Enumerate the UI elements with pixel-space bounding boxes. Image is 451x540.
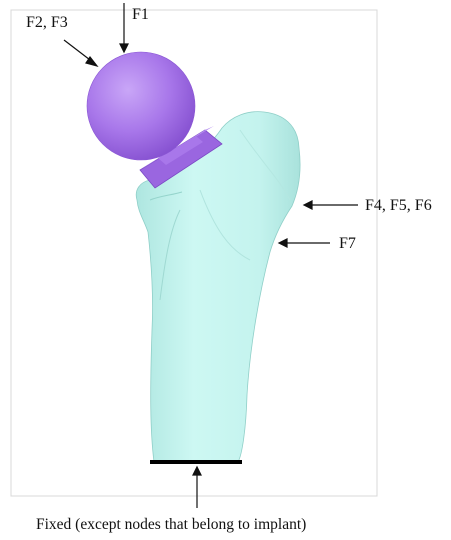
label-f1: F1 [132, 7, 149, 23]
arrow-f4-f5-f6 [304, 201, 358, 209]
arrow-f2-f3 [64, 40, 97, 66]
label-f4-f5-f6: F4, F5, F6 [365, 198, 432, 214]
label-f7: F7 [339, 236, 356, 252]
arrow-fixed [193, 467, 201, 508]
arrow-f7 [279, 239, 330, 247]
implant-ball [87, 52, 195, 160]
label-f2-f3: F2, F3 [26, 15, 68, 31]
label-fixed: Fixed (except nodes that belong to impla… [36, 517, 306, 533]
